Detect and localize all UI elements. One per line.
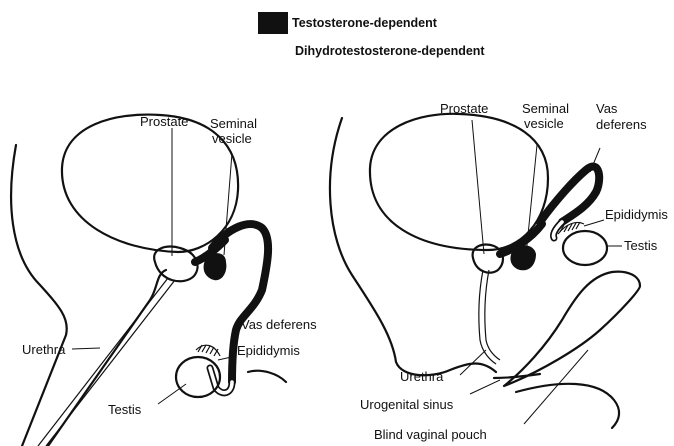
right-seminal-label-1: Seminal bbox=[522, 101, 569, 116]
right-epididymis-label: Epididymis bbox=[605, 207, 668, 222]
right-bladder bbox=[370, 114, 548, 250]
right-testis-label: Testis bbox=[624, 238, 658, 253]
right-testis bbox=[563, 231, 607, 265]
right-urethra-label: Urethra bbox=[400, 369, 444, 384]
left-epididymis bbox=[196, 345, 220, 356]
legend: Testosterone-dependent Dihydrotestostero… bbox=[258, 12, 485, 58]
left-scrotum-outline bbox=[248, 371, 286, 382]
left-penis-outline bbox=[48, 270, 166, 446]
testosterone-legend-swatch bbox=[258, 12, 288, 34]
right-diagram: Prostate Seminal vesicle Vas deferens Ep… bbox=[330, 101, 668, 442]
left-diagram: Prostate Seminal vesicle Vas deferens Ep… bbox=[11, 114, 317, 446]
right-urethra-line-a bbox=[479, 270, 496, 364]
left-prostate-label: Prostate bbox=[140, 114, 188, 129]
right-vas-label-1: Vas bbox=[596, 101, 618, 116]
right-urogenital-sinus-label: Urogenital sinus bbox=[360, 397, 454, 412]
left-body-outline bbox=[11, 145, 67, 446]
left-urethra-label: Urethra bbox=[22, 342, 66, 357]
right-lower-outline bbox=[516, 384, 619, 428]
left-urethra-line-b bbox=[46, 280, 175, 446]
left-vas-deferens-label: Vas deferens bbox=[241, 317, 317, 332]
right-urethra-line-b bbox=[485, 270, 500, 360]
right-seminal-label-2: vesicle bbox=[524, 116, 564, 131]
left-testis-label: Testis bbox=[108, 402, 142, 417]
right-prostate-label: Prostate bbox=[440, 101, 488, 116]
right-vas-label-2: deferens bbox=[596, 117, 647, 132]
left-urethra-line-a bbox=[38, 278, 168, 446]
left-epididymis-label: Epididymis bbox=[237, 343, 300, 358]
right-blind-vaginal-pouch-label: Blind vaginal pouch bbox=[374, 427, 487, 442]
left-seminal-label-1: Seminal bbox=[210, 116, 257, 131]
left-seminal-label-2: vesicle bbox=[212, 131, 252, 146]
dht-legend-label: Dihydrotestosterone-dependent bbox=[295, 44, 485, 58]
right-body-outline bbox=[330, 118, 496, 375]
testosterone-legend-label: Testosterone-dependent bbox=[292, 16, 438, 30]
